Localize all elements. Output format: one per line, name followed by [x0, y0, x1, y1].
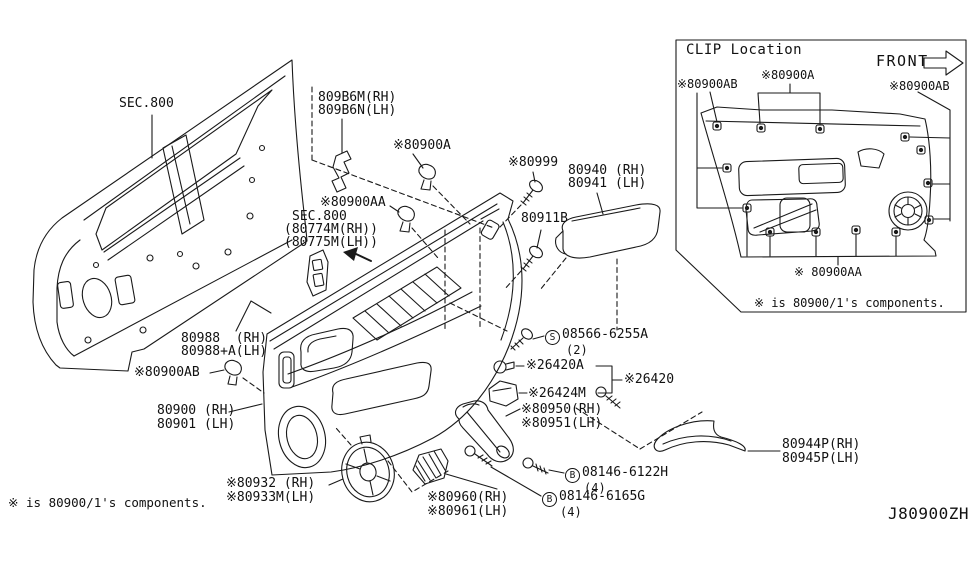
inset-front-label: FRONT	[876, 52, 929, 70]
label-bracket-80961-lh: ※80961(LH)	[427, 504, 509, 519]
label-armrest-80940-rh: 80940 (RH)	[568, 163, 647, 178]
circle-b-icon: B	[542, 492, 557, 507]
clip-80900a-drawing	[413, 154, 470, 224]
inset-note-components: ※ is 80900/1's components.	[754, 296, 945, 310]
label-garnish-80944p-rh: 80944P(RH)	[782, 437, 861, 452]
label-bracket-80960-rh: ※80960(RH)	[427, 490, 509, 505]
circle-s-icon: S	[545, 330, 560, 345]
label-switch-80775m-lh: (80775M(LH))	[284, 235, 378, 250]
label-screw-80999: ※80999	[508, 155, 559, 170]
label-grille-80932-rh: ※80932 (RH)	[226, 476, 316, 491]
label-qty-6165g: (4)	[560, 505, 582, 519]
circle-b-icon: B	[565, 468, 580, 483]
inset-title: CLIP Location	[686, 42, 803, 58]
label-grille-80933m-lh: ※80933M(LH)	[226, 490, 316, 505]
clip-80900ab-drawing	[210, 360, 264, 393]
inset-label-80900a: ※80900A	[761, 68, 815, 82]
pull-handle-drawing	[456, 401, 520, 462]
label-switch-sec800: SEC.800	[292, 209, 347, 224]
bolt-6165g-drawing	[465, 446, 541, 496]
fastener-number: 08146-6165G	[559, 489, 646, 504]
label-handle-80950-rh: ※80950(RH)	[521, 402, 603, 417]
inset-label-80900aa: ※ 80900AA	[794, 265, 862, 279]
inset-clips	[713, 122, 933, 236]
label-screw-80911b: 80911B	[521, 211, 568, 226]
label-sec800-frame: SEC.800	[119, 96, 174, 111]
door-frame-drawing	[33, 60, 307, 371]
handle-bracket-drawing	[413, 449, 497, 489]
bolt-upper-drawing	[596, 387, 620, 408]
label-clip-80900ab: ※80900AB	[134, 365, 200, 380]
bolt-6122h-drawing	[523, 458, 564, 474]
label-handle-80951-lh: ※80951(LH)	[521, 416, 603, 431]
label-panel-80901-lh: 80901 (LH)	[157, 417, 236, 432]
label-clip-80900aa: ※80900AA	[320, 195, 386, 210]
label-lamp-26420: ※26420	[624, 372, 675, 387]
leader-lines	[229, 301, 271, 412]
label-panel-80900-rh: 80900 (RH)	[157, 403, 236, 418]
label-garnish-80945p-lh: 80945P(LH)	[782, 451, 861, 466]
lamp-parts-drawing	[450, 303, 622, 406]
label-clip-80900a: ※80900A	[393, 138, 451, 153]
screw-80911b-drawing	[504, 230, 545, 290]
label-qty-6122h: (4)	[584, 481, 606, 495]
label-lamp-26424m: ※26424M	[528, 386, 586, 401]
switch-finisher-drawing	[307, 247, 371, 296]
label-belt-80988-rh: 80988 (RH)	[181, 331, 268, 346]
label-809b6m-rh: 809B6M(RH)	[318, 90, 397, 105]
fastener-number: 08566-6255A	[562, 327, 649, 342]
diagram-code: J80900ZH	[888, 504, 970, 523]
inset-label-80900ab-left: ※80900AB	[677, 77, 738, 91]
label-switch-80774m-rh: (80774M(RH))	[284, 222, 378, 237]
trim-panel-drawing	[263, 193, 522, 475]
speaker-grille-drawing	[329, 428, 448, 508]
label-bulb-26420a: ※26420A	[526, 358, 584, 373]
label-qty-08566: (2)	[566, 343, 588, 357]
inset-label-80900ab-right: ※80900AB	[889, 79, 950, 93]
note-components: ※ is 80900/1's components.	[8, 495, 207, 510]
fastener-number: 08146-6122H	[582, 465, 669, 480]
armrest-pad-drawing	[540, 193, 660, 330]
arrow-icon	[343, 247, 358, 261]
clip-80900aa-drawing	[390, 206, 438, 258]
front-arrow-icon	[924, 51, 963, 75]
bracket-809b6m-drawing	[312, 87, 494, 228]
garnish-drawing	[576, 408, 780, 451]
inset-box-drawing	[676, 40, 966, 312]
label-belt-80988a-lh: 80988+A(LH)	[181, 344, 268, 359]
label-armrest-80941-lh: 80941 (LH)	[568, 176, 647, 191]
label-809b6n-lh: 809B6N(LH)	[318, 103, 397, 118]
